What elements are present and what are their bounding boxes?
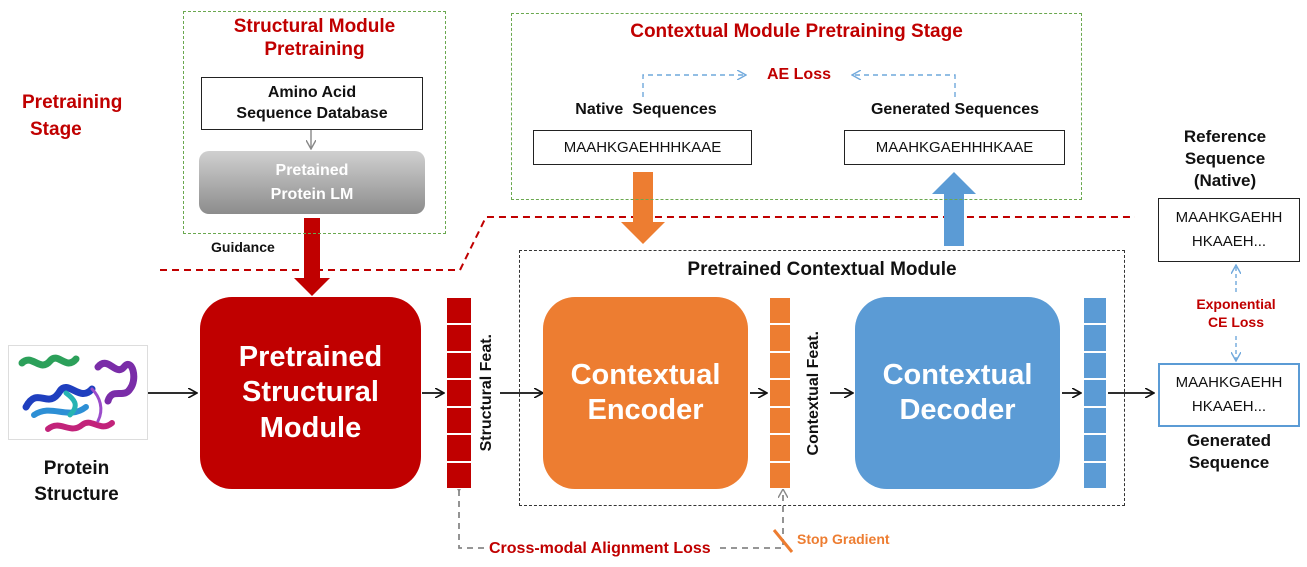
generated-seq-line2: HKAAEH... (1191, 398, 1267, 415)
output-feature-cell (1083, 461, 1107, 489)
structural-module-line1: Pretrained (238, 340, 383, 373)
stop-gradient-mark (772, 529, 794, 553)
output-feature-cell (1083, 351, 1107, 380)
decoder-to-generated-arrow (932, 172, 976, 246)
reference-line3: (Native) (1193, 171, 1257, 191)
generated-sequence-output-box: MAAHKGAEHH HKAAEH... (1158, 363, 1300, 427)
generated-line2: Sequence (1188, 453, 1270, 473)
reference-seq-line1: MAAHKGAEHH (1175, 209, 1283, 226)
pretrained-structural-module: Pretrained Structural Module (200, 297, 421, 489)
cross-modal-alignment-loss-label: Cross-modal Alignment Loss (485, 540, 715, 558)
structural-feature-cell (446, 297, 472, 325)
output-feature-cell (1083, 406, 1107, 435)
generated-sequence-box: MAAHKGAEHHHKAAE (844, 130, 1065, 165)
reference-line1: Reference (1183, 127, 1267, 146)
contextual-feature-cell (769, 406, 791, 435)
structural-feature-cell (446, 379, 472, 407)
ae-loss-label: AE Loss (766, 66, 831, 83)
contextual-pretraining-title: Contextual Module Pretraining Stage (630, 21, 963, 42)
protein-lm-line2: Protein LM (270, 185, 354, 203)
contextual-feature-cell (769, 379, 791, 407)
contextual-feature-cell (769, 324, 791, 352)
pretraining-stage-label: Pretraining Stage (22, 90, 162, 143)
structural-feature-cell (446, 351, 472, 380)
contextual-feature-cell (769, 461, 791, 489)
guidance-label: Guidance (211, 239, 275, 255)
protein-structure-image (8, 345, 148, 440)
database-line2: Sequence Database (236, 104, 388, 122)
output-feature-cell (1083, 324, 1107, 352)
structural-feature-column (446, 297, 472, 489)
contextual-pretraining-box (511, 13, 1082, 200)
generated-sequences-label: Generated Sequences (870, 101, 1040, 118)
pretrained-contextual-module-box (519, 250, 1125, 506)
contextual-encoder: Contextual Encoder (543, 297, 748, 489)
ce-loss-line1: Exponential (1196, 296, 1276, 312)
structural-module-line3: Module (259, 411, 362, 444)
structural-feature-cell (446, 324, 472, 352)
output-feature-cell (1083, 297, 1107, 325)
native-sequence-box: MAAHKGAEHHHKAAE (533, 130, 752, 165)
contextual-feat-label-wrap: Contextual Feat. (801, 300, 827, 486)
reference-seq-line2: HKAAEH... (1191, 233, 1267, 250)
generated-sequence-label: Generated Sequence (1158, 430, 1300, 474)
structural-pretraining-title-line2: Pretraining (264, 38, 365, 60)
generated-seq-line1: MAAHKGAEHH (1175, 374, 1283, 391)
structural-feat-label-wrap: Structural Feat. (474, 300, 500, 486)
protein-line2: Structure (34, 483, 119, 505)
amino-acid-database-box: Amino Acid Sequence Database (201, 77, 423, 130)
guidance-arrow (294, 218, 330, 296)
decoder-line1: Contextual (882, 358, 1033, 391)
ae-loss-right-arrow (853, 75, 956, 97)
reference-sequence-box: MAAHKGAEHH HKAAEH... (1158, 198, 1300, 262)
generated-line1: Generated (1186, 431, 1272, 450)
reference-line2: Sequence (1184, 149, 1266, 169)
pretrained-protein-lm-box: Pretained Protein LM (199, 151, 425, 214)
ae-loss-left-arrow (642, 75, 745, 97)
structural-feature-cell (446, 461, 472, 489)
protein-line1: Protein (43, 458, 110, 479)
reference-sequence-label: Reference Sequence (Native) (1150, 126, 1300, 192)
contextual-feature-cell (769, 351, 791, 380)
structural-pretraining-box (183, 11, 446, 234)
contextual-feature-cell (769, 297, 791, 325)
native-sequences-label: Native Sequences (575, 101, 717, 118)
structural-module-line2: Structural (242, 376, 379, 409)
structural-feat-label: Structural Feat. (478, 334, 495, 452)
structural-feature-cell (446, 434, 472, 462)
contextual-feat-label: Contextual Feat. (805, 330, 822, 456)
encoder-line2: Encoder (587, 394, 704, 426)
output-feature-cell (1083, 434, 1107, 462)
decoder-line2: Decoder (899, 394, 1016, 426)
structural-feature-cell (446, 406, 472, 435)
structural-pretraining-title: Structural Module Pretraining (183, 16, 446, 62)
structural-pretraining-title-line1: Structural Module (233, 16, 396, 37)
ce-loss-line2: CE Loss (1207, 314, 1264, 331)
protein-structure-label: Protein Structure (14, 456, 139, 507)
stop-gradient-label: Stop Gradient (797, 531, 890, 547)
exponential-ce-loss-label: Exponential CE Loss (1166, 295, 1306, 331)
output-feature-cell (1083, 379, 1107, 407)
pretrained-contextual-module-title: Pretrained Contextual Module (687, 259, 957, 280)
pretraining-stage-line2: Stage (30, 118, 82, 140)
contextual-feature-column (769, 297, 791, 489)
database-line1: Amino Acid (267, 83, 357, 101)
protein-lm-line1: Pretained (275, 162, 349, 180)
output-feature-column (1083, 297, 1107, 489)
native-to-encoder-arrow (621, 172, 665, 244)
pretraining-stage-line1: Pretraining (22, 92, 123, 113)
encoder-line1: Contextual (570, 358, 721, 391)
contextual-feature-cell (769, 434, 791, 462)
contextual-decoder: Contextual Decoder (855, 297, 1060, 489)
